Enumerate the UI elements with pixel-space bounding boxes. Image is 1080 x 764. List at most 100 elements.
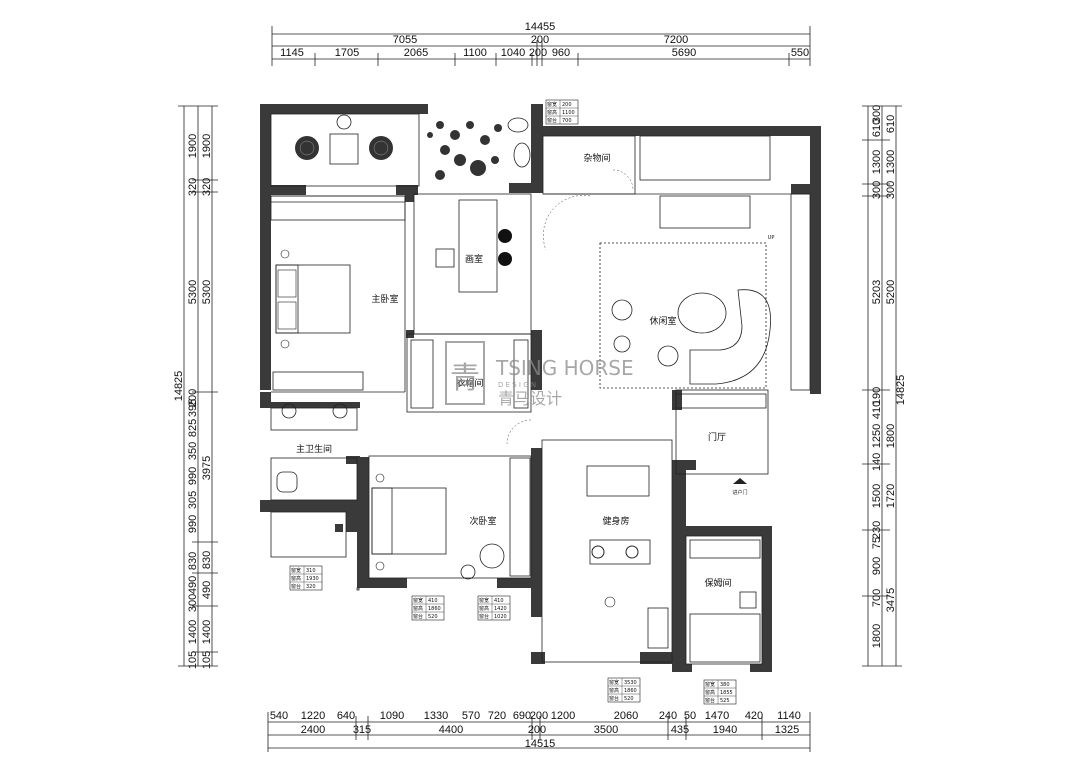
bottom-detail-dim-6: 570	[462, 710, 480, 722]
watermark-logo: 青 TSING HORSE D E S I G N 青马设计	[445, 341, 634, 408]
svg-text:窗台: 窗台	[479, 613, 489, 620]
svg-text:320: 320	[306, 584, 316, 590]
room-label-gym: 健身房	[602, 515, 629, 527]
right-detail-dim-14: 700	[871, 589, 883, 607]
svg-text:1100: 1100	[562, 110, 575, 116]
svg-text:1860: 1860	[428, 606, 441, 612]
top-detail-dim-4: 1100	[463, 47, 487, 59]
top-dimensions	[271, 26, 811, 66]
right-detail-dim-5: 5203	[871, 280, 883, 304]
top-detail-dim-8: 5690	[672, 47, 696, 59]
bottom-detail-dim-16: 1140	[777, 710, 801, 722]
right-total-dim: 14825	[895, 375, 907, 406]
bath-fixtures	[276, 403, 348, 493]
svg-text:1930: 1930	[306, 576, 319, 582]
bottom-mid-dim-8: 1325	[775, 724, 799, 736]
left-detail-dim-8: 990	[187, 467, 199, 485]
balcony-furniture	[295, 114, 393, 165]
left-mid-dim-8: 105	[201, 651, 213, 669]
right-detail-dim-7: 410	[871, 401, 883, 419]
svg-text:窗高: 窗高	[291, 575, 301, 582]
lounge-sofa	[611, 289, 771, 385]
nanny-fixtures	[739, 591, 757, 609]
bottom-detail-dim-9: 200	[530, 710, 548, 722]
svg-text:520: 520	[624, 696, 634, 702]
left-detail-dim-14: 1400	[187, 620, 199, 644]
bottom-detail-dim-1: 540	[270, 710, 288, 722]
studio-stool-1	[498, 229, 512, 243]
right-detail-dim-2: 610	[871, 119, 883, 137]
svg-text:200: 200	[562, 102, 572, 108]
left-mid-dim-2: 320	[201, 178, 213, 196]
left-detail-dim-9: 305	[187, 491, 199, 509]
bottom-detail-dim-12: 240	[659, 710, 677, 722]
svg-text:700: 700	[562, 118, 572, 124]
svg-text:窗高: 窗高	[705, 689, 715, 696]
left-detail-dim-13: 300	[187, 594, 199, 612]
room-label-master-bedroom: 主卧室	[371, 293, 398, 305]
svg-text:窗高: 窗高	[547, 109, 557, 116]
svg-text:窗宽: 窗宽	[705, 681, 715, 688]
left-detail-dim-15: 105	[187, 651, 199, 669]
right-detail-dim-12: 75	[871, 537, 883, 549]
bottom-detail-dim-4: 1090	[380, 710, 404, 722]
left-detail-dim-7: 350	[187, 442, 199, 460]
left-mid-dim-3: 5300	[201, 280, 213, 304]
svg-text:1020: 1020	[494, 614, 507, 620]
second-bed	[371, 473, 505, 580]
top-detail-dim-5: 1040	[501, 47, 525, 59]
right-detail-dim-11: 230	[871, 521, 883, 539]
watermark-logo-glyph: 青	[450, 361, 480, 396]
bottom-detail-dim-15: 420	[745, 710, 763, 722]
room-label-nanny-room: 保姆间	[704, 577, 731, 589]
gym-equipment	[589, 539, 669, 649]
bottom-mid-dim-1: 2400	[301, 724, 325, 736]
right-detail-dim-3: 1300	[871, 150, 883, 174]
walls	[260, 104, 821, 672]
left-detail-dim-4: 200	[187, 389, 199, 407]
room-label-foyer: 门厅	[708, 431, 726, 443]
left-detail-dim-5: 395	[187, 399, 199, 417]
svg-text:310: 310	[306, 568, 316, 574]
top-mid-dim-1: 7055	[393, 34, 417, 46]
right-dimensions	[862, 105, 902, 667]
right-mid-dim-3: 300	[885, 181, 897, 199]
left-total-dim: 14825	[173, 371, 185, 402]
bottom-total-dim: 14515	[525, 738, 556, 750]
bottom-detail-dim-5: 1330	[424, 710, 448, 722]
bottom-detail-dim-2: 1220	[301, 710, 325, 722]
right-mid-dim-6: 1720	[885, 484, 897, 508]
svg-text:窗台: 窗台	[291, 583, 301, 590]
svg-text:3530: 3530	[624, 680, 637, 686]
left-detail-dim-2: 320	[187, 178, 199, 196]
svg-text:窗台: 窗台	[705, 697, 715, 704]
right-detail-dim-1: 300	[871, 105, 883, 123]
bottom-mid-dim-7: 1940	[713, 724, 737, 736]
left-detail-dim-6: 825	[187, 419, 199, 437]
svg-text:窗宽: 窗宽	[609, 679, 619, 686]
svg-text:380: 380	[720, 682, 730, 688]
svg-text:窗宽: 窗宽	[479, 597, 489, 604]
left-detail-dim-11: 830	[187, 552, 199, 570]
bottom-dimensions	[267, 712, 811, 752]
top-detail-dim-1: 1145	[280, 47, 304, 59]
bottom-mid-dim-3: 4400	[439, 724, 463, 736]
room-label-studio: 画室	[465, 253, 483, 265]
bottom-detail-dim-3: 640	[337, 710, 355, 722]
top-mid-dim-3: 7200	[664, 34, 688, 46]
svg-text:520: 520	[428, 614, 438, 620]
right-mid-dim-7: 3475	[885, 588, 897, 612]
left-mid-dim-1: 1900	[201, 134, 213, 158]
top-detail-dim-2: 1705	[335, 47, 359, 59]
bottom-mid-dim-2: 315	[353, 724, 371, 736]
right-detail-dim-8: 1250	[871, 424, 883, 448]
left-mid-dim-5: 830	[201, 551, 213, 569]
svg-text:窗台: 窗台	[547, 117, 557, 124]
left-mid-dim-6: 490	[201, 581, 213, 599]
top-detail-dim-6: 200	[529, 47, 547, 59]
right-mid-dim-1: 610	[885, 115, 897, 133]
bottom-mid-dim-6: 435	[671, 724, 689, 736]
